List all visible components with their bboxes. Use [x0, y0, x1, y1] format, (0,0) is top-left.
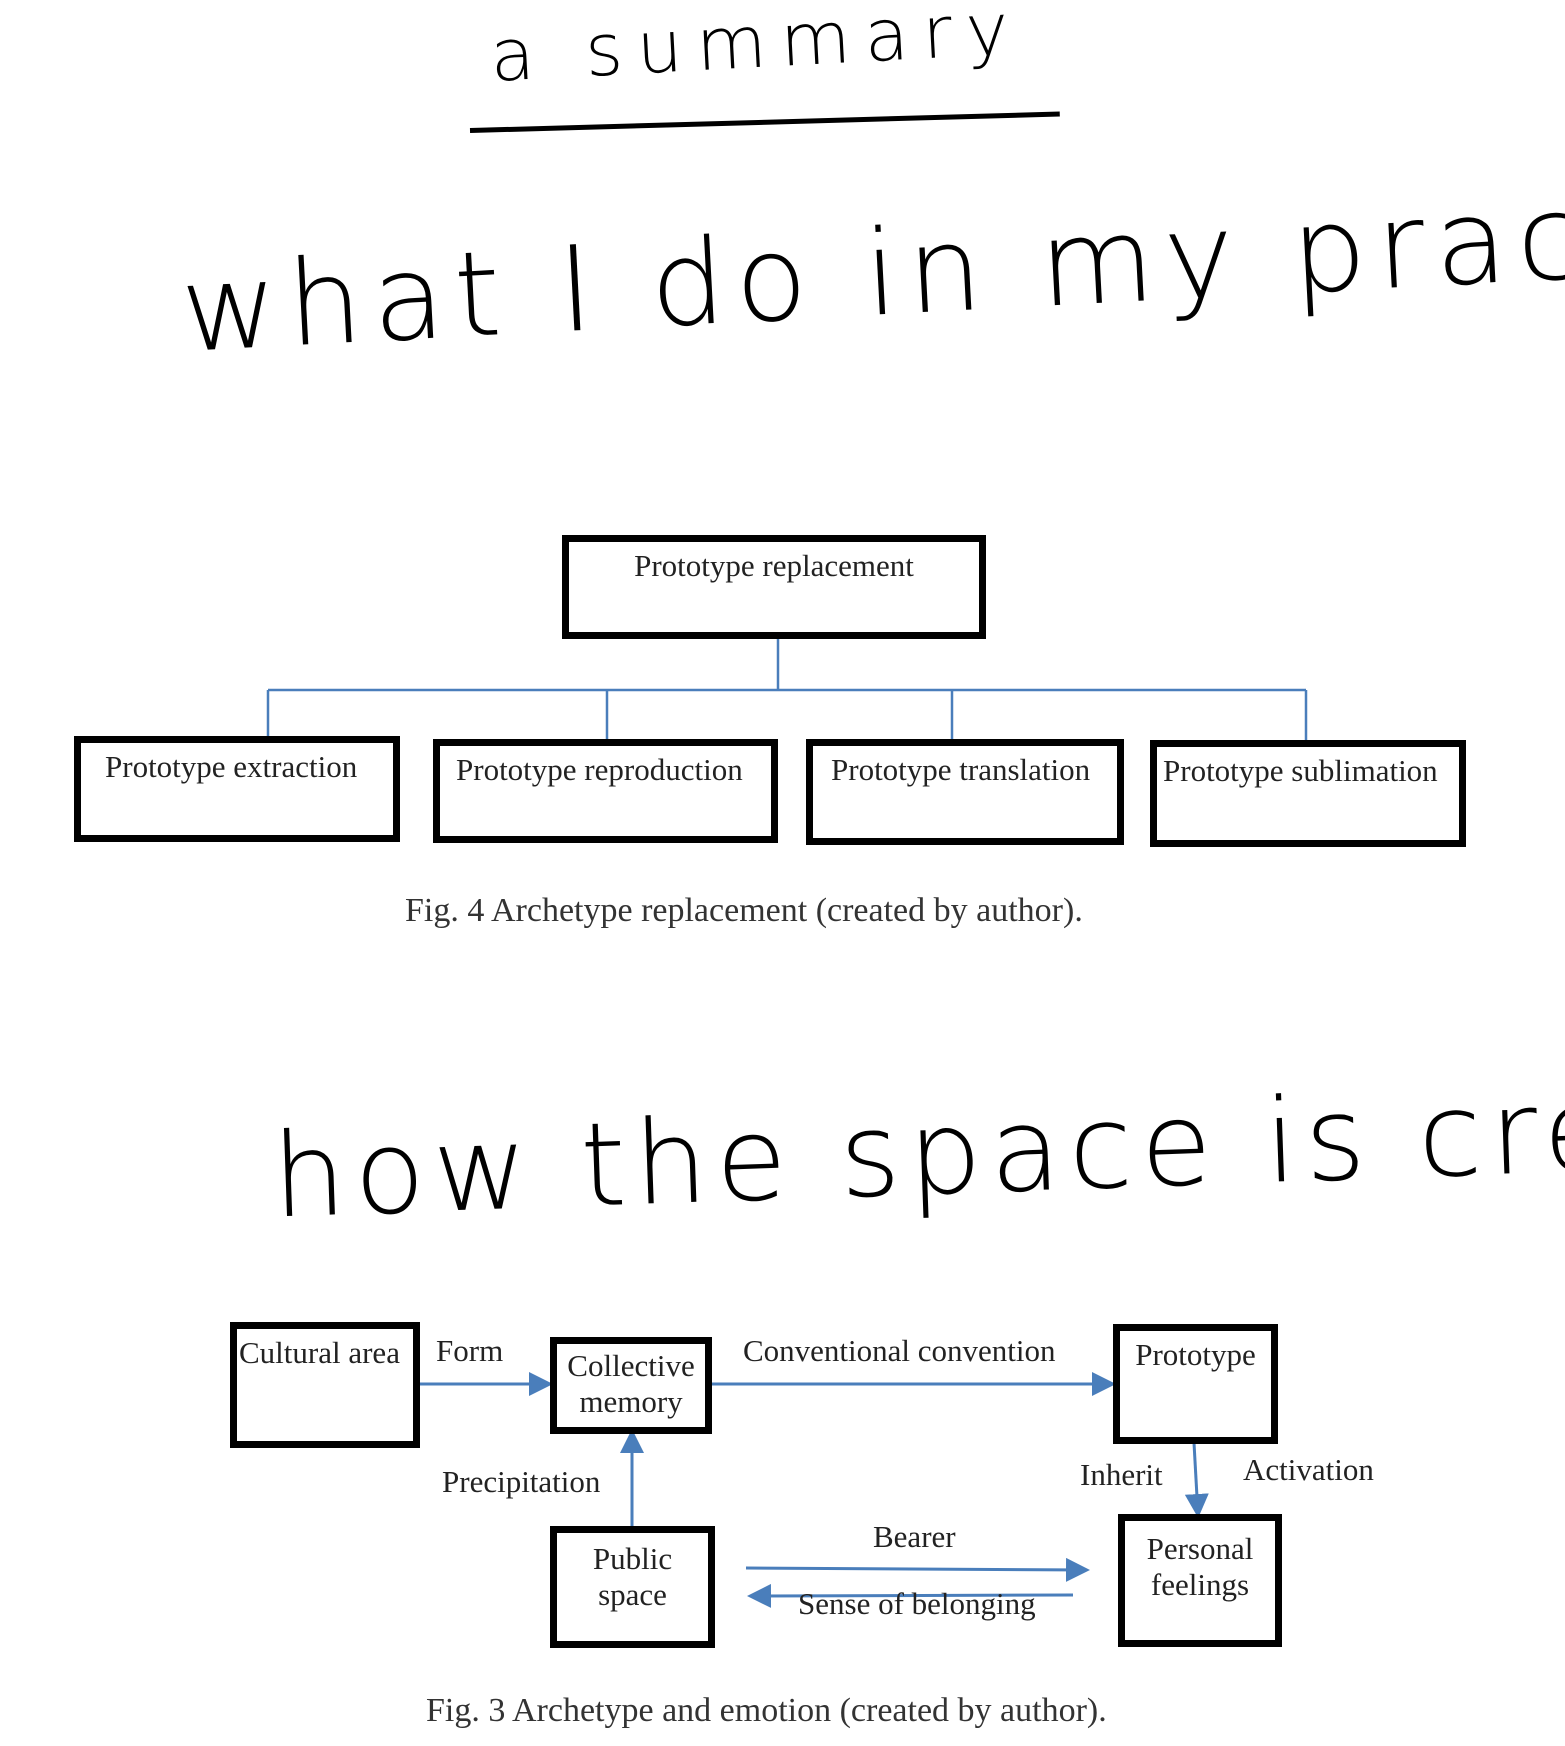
node-personal-feelings: Personal feelings	[1118, 1514, 1282, 1647]
node-label-line2: feelings	[1150, 1566, 1250, 1602]
edge-label-precipitation: Precipitation	[442, 1464, 601, 1499]
fig3-arrows	[413, 1372, 1209, 1608]
arrow-inherit-activation	[1184, 1442, 1209, 1518]
edge-label-bearer: Bearer	[873, 1519, 956, 1554]
node-label: Cultural area	[239, 1335, 400, 1370]
arrow-sense-of-belonging	[747, 1583, 1074, 1608]
node-label-line1: Public	[592, 1541, 673, 1576]
fig4-child-reproduction: Prototype reproduction	[433, 739, 778, 843]
fig4-child-translation: Prototype translation	[806, 739, 1124, 845]
arrow-bearer	[745, 1557, 1090, 1582]
node-label: Prototype	[1135, 1337, 1256, 1372]
edge-label-conventional-convention: Conventional convention	[743, 1333, 1056, 1368]
node-prototype: Prototype	[1113, 1324, 1278, 1444]
edge-label-form: Form	[436, 1333, 504, 1368]
fig4-child-label: Prototype translation	[831, 752, 1091, 787]
fig4-child-extraction: Prototype extraction	[74, 736, 400, 842]
edge-label-activation: Activation	[1243, 1452, 1374, 1487]
node-cultural-area: Cultural area	[230, 1322, 420, 1448]
fig3-caption: Fig. 3 Archetype and emotion (created by…	[426, 1692, 1107, 1729]
fig4-child-sublimation: Prototype sublimation	[1150, 740, 1466, 847]
fig4-caption: Fig. 4 Archetype replacement (created by…	[405, 892, 1083, 929]
fig4-root-box: Prototype replacement	[562, 535, 986, 639]
node-label-line2: memory	[579, 1383, 683, 1419]
node-label-line2: space	[598, 1576, 667, 1612]
fig4-root-label: Prototype replacement	[634, 548, 914, 583]
fig4-child-label: Prototype extraction	[105, 749, 358, 784]
fig4-tree-connectors	[266, 636, 1308, 744]
node-label-line1: Personal	[1146, 1531, 1254, 1566]
fig4-child-label: Prototype sublimation	[1163, 753, 1438, 788]
node-public-space: Public space	[550, 1526, 715, 1648]
fig4-child-label: Prototype reproduction	[456, 752, 743, 787]
node-label-line1: Collective	[567, 1348, 695, 1383]
node-collective-memory: Collective memory	[550, 1337, 712, 1434]
edge-label-sense-of-belonging: Sense of belonging	[798, 1586, 1036, 1621]
edge-label-inherit: Inherit	[1080, 1457, 1163, 1492]
